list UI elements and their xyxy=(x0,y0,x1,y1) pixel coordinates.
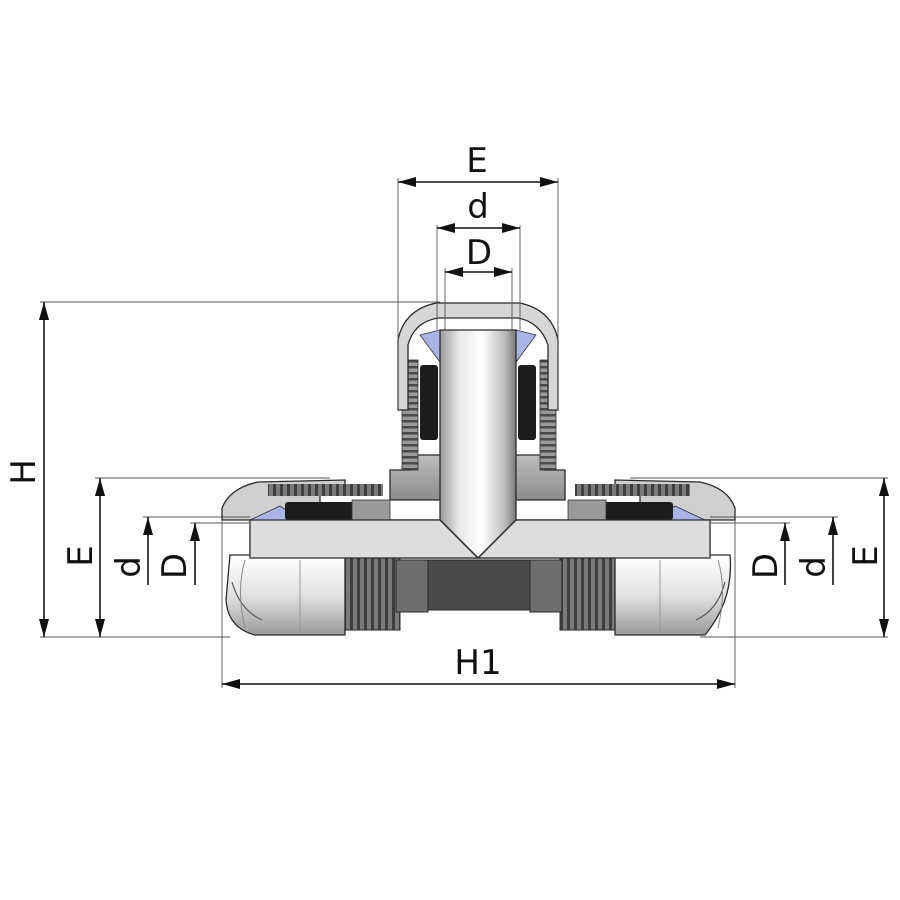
label-top-D: D xyxy=(466,233,492,273)
left-section-thread xyxy=(268,484,383,496)
tee-fitting xyxy=(221,302,736,636)
center-lower-pipe xyxy=(427,559,531,611)
right-grip-ring xyxy=(595,502,673,520)
right-nut xyxy=(614,554,732,636)
branch-nut-section xyxy=(397,302,559,411)
label-right-E: E xyxy=(846,545,886,566)
label-top-E: E xyxy=(466,141,487,181)
label-right-d: d xyxy=(794,556,834,578)
left-thread-exterior xyxy=(344,554,401,631)
dimension-labels: E d D H E d D D d E H1 xyxy=(4,141,886,683)
right-section-thread xyxy=(575,484,690,496)
label-top-d: d xyxy=(467,187,489,227)
branch-grip-right xyxy=(518,365,536,440)
branch-grip-left xyxy=(420,365,438,440)
branch-seal-right xyxy=(515,329,537,364)
label-left-d: d xyxy=(109,556,149,578)
label-left-D: D xyxy=(155,553,195,579)
left-grip-ring xyxy=(285,502,363,520)
left-collar xyxy=(395,559,429,613)
branch-seal-left xyxy=(419,329,441,364)
right-thread-exterior xyxy=(559,554,616,631)
right-collar xyxy=(529,559,563,613)
branch-pipe xyxy=(439,329,517,559)
dimensions xyxy=(39,177,889,689)
label-left-H: H xyxy=(4,459,44,485)
left-nut xyxy=(225,554,346,636)
label-right-D: D xyxy=(746,553,786,579)
label-left-E: E xyxy=(61,545,101,566)
label-bottom-H1: H1 xyxy=(454,643,501,683)
